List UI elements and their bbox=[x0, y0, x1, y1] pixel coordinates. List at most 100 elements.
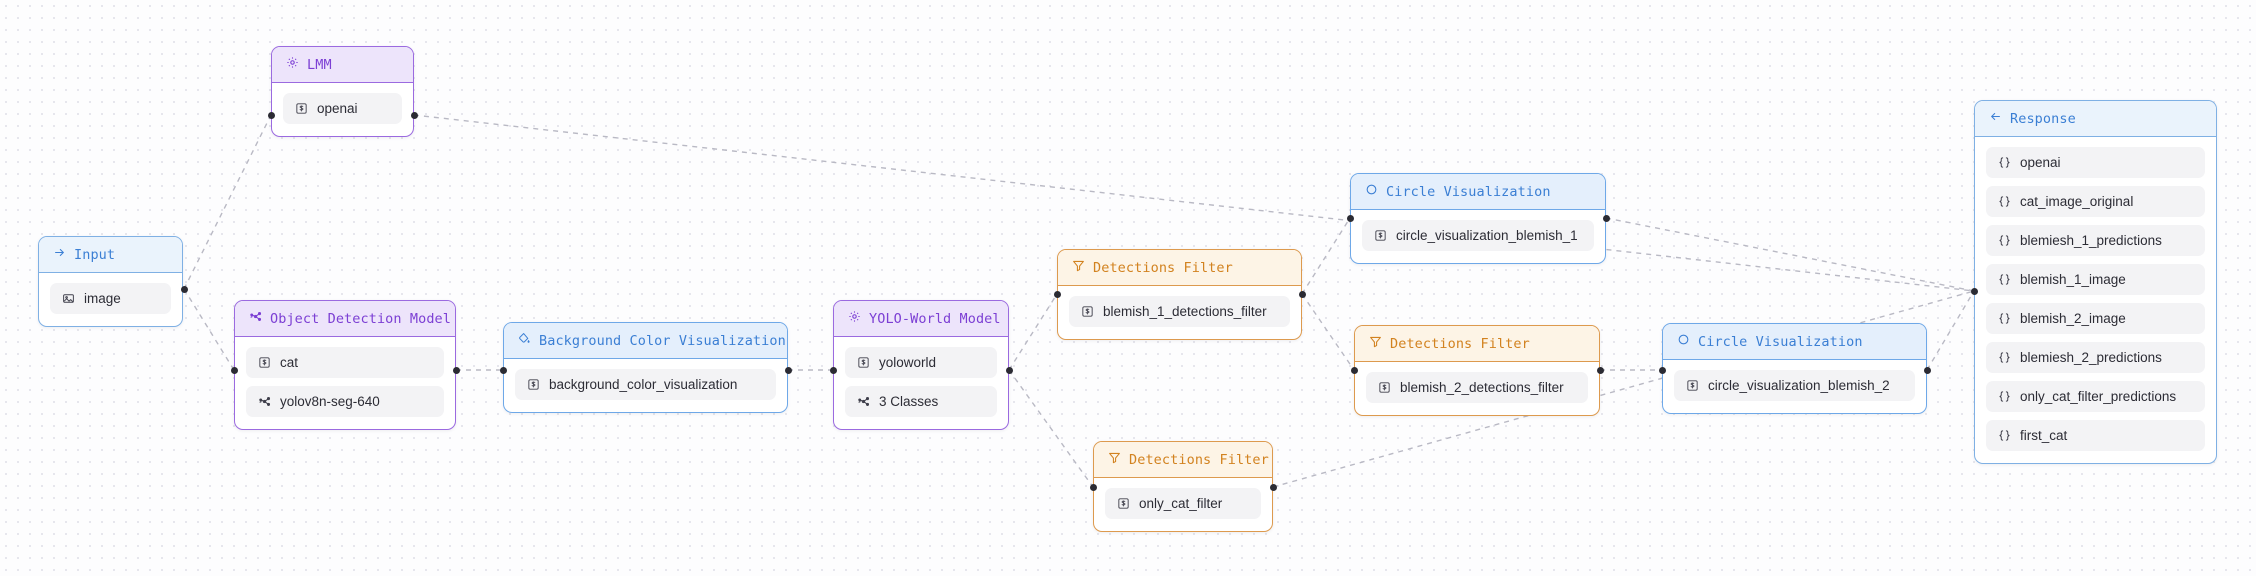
braces-icon bbox=[1998, 195, 2011, 208]
node-yolo-world-model[interactable]: YOLO-World Model yoloworld 3 Classes bbox=[833, 300, 1009, 430]
node-field-row[interactable]: circle_visualization_blemish_1 bbox=[1362, 220, 1594, 251]
node-background-color-visualization[interactable]: Background Color Visualization background… bbox=[503, 322, 788, 413]
paint-bucket-icon bbox=[518, 332, 531, 349]
node-header-input[interactable]: Input bbox=[39, 237, 182, 273]
response-output-label: openai bbox=[2020, 155, 2061, 170]
edge-circleviz2-to-response bbox=[1926, 290, 1975, 371]
node-field-label: circle_visualization_blemish_2 bbox=[1708, 378, 1890, 393]
port-bgviz-in[interactable] bbox=[500, 367, 507, 374]
port-circleviz2-out[interactable] bbox=[1924, 367, 1931, 374]
port-onlycat-out[interactable] bbox=[1270, 484, 1277, 491]
node-header-response[interactable]: Response bbox=[1975, 101, 2216, 137]
braces-icon bbox=[1998, 234, 2011, 247]
node-lmm[interactable]: LMM openai bbox=[271, 46, 414, 137]
node-field-row[interactable]: only_cat_filter bbox=[1105, 488, 1261, 519]
node-circle-visualization-blemish-2[interactable]: Circle Visualization circle_visualization… bbox=[1662, 323, 1927, 414]
port-filter2-out[interactable] bbox=[1597, 367, 1604, 374]
node-header-background-color-visualization[interactable]: Background Color Visualization bbox=[504, 323, 787, 359]
port-input-out[interactable] bbox=[181, 286, 188, 293]
port-circleviz1-in[interactable] bbox=[1347, 215, 1354, 222]
port-circleviz1-out[interactable] bbox=[1603, 215, 1610, 222]
node-detections-filter-blemish-1[interactable]: Detections Filter blemish_1_detections_fi… bbox=[1057, 249, 1302, 340]
port-response-in[interactable] bbox=[1971, 288, 1978, 295]
node-field-row[interactable]: cat bbox=[246, 347, 444, 378]
response-output-row[interactable]: first_cat bbox=[1986, 420, 2205, 451]
response-output-label: blemish_2_image bbox=[2020, 311, 2126, 326]
braces-icon bbox=[1998, 312, 2011, 325]
node-circle-visualization-blemish-1[interactable]: Circle Visualization circle_visualization… bbox=[1350, 173, 1606, 264]
response-output-label: cat_image_original bbox=[2020, 194, 2134, 209]
braces-icon bbox=[1998, 429, 2011, 442]
node-field-row[interactable]: yoloworld bbox=[845, 347, 997, 378]
response-output-row[interactable]: only_cat_filter_predictions bbox=[1986, 381, 2205, 412]
node-response[interactable]: Response openai cat_image_original blemiesh… bbox=[1974, 100, 2217, 464]
node-header-circle-visualization-blemish-2[interactable]: Circle Visualization bbox=[1663, 324, 1926, 360]
port-filter1-in[interactable] bbox=[1054, 291, 1061, 298]
port-yoloworld-out[interactable] bbox=[1006, 367, 1013, 374]
dollar-box-icon bbox=[527, 378, 540, 391]
node-field-label: background_color_visualization bbox=[549, 377, 738, 392]
port-odm-out[interactable] bbox=[453, 367, 460, 374]
edge-filter1-to-filter2 bbox=[1301, 293, 1355, 371]
node-object-detection-model[interactable]: Object Detection Model cat yolov8n-seg-640 bbox=[234, 300, 456, 430]
port-filter2-in[interactable] bbox=[1351, 367, 1358, 374]
port-circleviz2-in[interactable] bbox=[1659, 367, 1666, 374]
response-output-row[interactable]: blemiesh_2_predictions bbox=[1986, 342, 2205, 373]
node-field-row[interactable]: image bbox=[50, 283, 171, 314]
response-output-row[interactable]: blemish_1_image bbox=[1986, 264, 2205, 295]
port-lmm-out[interactable] bbox=[411, 112, 418, 119]
node-header-yolo-world-model[interactable]: YOLO-World Model bbox=[834, 301, 1008, 337]
response-output-row[interactable]: blemiesh_1_predictions bbox=[1986, 225, 2205, 256]
node-field-row[interactable]: blemish_2_detections_filter bbox=[1366, 372, 1588, 403]
node-title: Background Color Visualization bbox=[539, 332, 786, 349]
node-header-circle-visualization-blemish-1[interactable]: Circle Visualization bbox=[1351, 174, 1605, 210]
response-output-row[interactable]: openai bbox=[1986, 147, 2205, 178]
arrow-right-icon bbox=[53, 246, 66, 263]
port-yoloworld-in[interactable] bbox=[830, 367, 837, 374]
edge-yoloworld-to-onlycat bbox=[1008, 369, 1094, 488]
response-output-label: blemish_1_image bbox=[2020, 272, 2126, 287]
node-header-object-detection-model[interactable]: Object Detection Model bbox=[235, 301, 455, 337]
port-odm-in[interactable] bbox=[231, 367, 238, 374]
node-header-detections-filter-blemish-1[interactable]: Detections Filter bbox=[1058, 250, 1301, 286]
node-header-lmm[interactable]: LMM bbox=[272, 47, 413, 83]
dollar-box-icon bbox=[1378, 381, 1391, 394]
model-graph-icon bbox=[249, 310, 262, 327]
node-body-circle-visualization-blemish-1: circle_visualization_blemish_1 bbox=[1351, 210, 1605, 263]
node-body-lmm: openai bbox=[272, 83, 413, 136]
port-onlycat-in[interactable] bbox=[1090, 484, 1097, 491]
node-field-row[interactable]: background_color_visualization bbox=[515, 369, 776, 400]
node-field-label: circle_visualization_blemish_1 bbox=[1396, 228, 1578, 243]
node-field-row[interactable]: openai bbox=[283, 93, 402, 124]
node-field-row[interactable]: yolov8n-seg-640 bbox=[246, 386, 444, 417]
response-output-label: first_cat bbox=[2020, 428, 2068, 443]
gear-icon bbox=[286, 56, 299, 73]
node-title: Detections Filter bbox=[1390, 335, 1530, 352]
node-field-row[interactable]: circle_visualization_blemish_2 bbox=[1674, 370, 1915, 401]
node-field-row[interactable]: blemish_1_detections_filter bbox=[1069, 296, 1290, 327]
dollar-box-icon bbox=[1374, 229, 1387, 242]
node-body-response: openai cat_image_original blemiesh_1_predi… bbox=[1975, 137, 2216, 463]
node-input[interactable]: Input image bbox=[38, 236, 183, 327]
node-field-label: yoloworld bbox=[879, 355, 937, 370]
response-output-row[interactable]: blemish_2_image bbox=[1986, 303, 2205, 334]
node-header-detections-filter-blemish-2[interactable]: Detections Filter bbox=[1355, 326, 1599, 362]
dollar-box-icon bbox=[857, 356, 870, 369]
node-detections-filter-only-cat[interactable]: Detections Filter only_cat_filter bbox=[1093, 441, 1273, 532]
edge-input-to-object-detection-model bbox=[183, 288, 235, 371]
port-filter1-out[interactable] bbox=[1299, 291, 1306, 298]
dollar-box-icon bbox=[1117, 497, 1130, 510]
node-field-row[interactable]: 3 Classes bbox=[845, 386, 997, 417]
edge-filter1-to-circleviz1 bbox=[1301, 217, 1351, 295]
node-field-label: blemish_1_detections_filter bbox=[1103, 304, 1267, 319]
response-output-row[interactable]: cat_image_original bbox=[1986, 186, 2205, 217]
node-detections-filter-blemish-2[interactable]: Detections Filter blemish_2_detections_fi… bbox=[1354, 325, 1600, 416]
port-bgviz-out[interactable] bbox=[785, 367, 792, 374]
node-body-object-detection-model: cat yolov8n-seg-640 bbox=[235, 337, 455, 429]
arrow-left-icon bbox=[1989, 110, 2002, 127]
response-output-label: only_cat_filter_predictions bbox=[2020, 389, 2177, 404]
node-body-detections-filter-only-cat: only_cat_filter bbox=[1094, 478, 1272, 531]
node-header-detections-filter-only-cat[interactable]: Detections Filter bbox=[1094, 442, 1272, 478]
port-lmm-in[interactable] bbox=[268, 112, 275, 119]
